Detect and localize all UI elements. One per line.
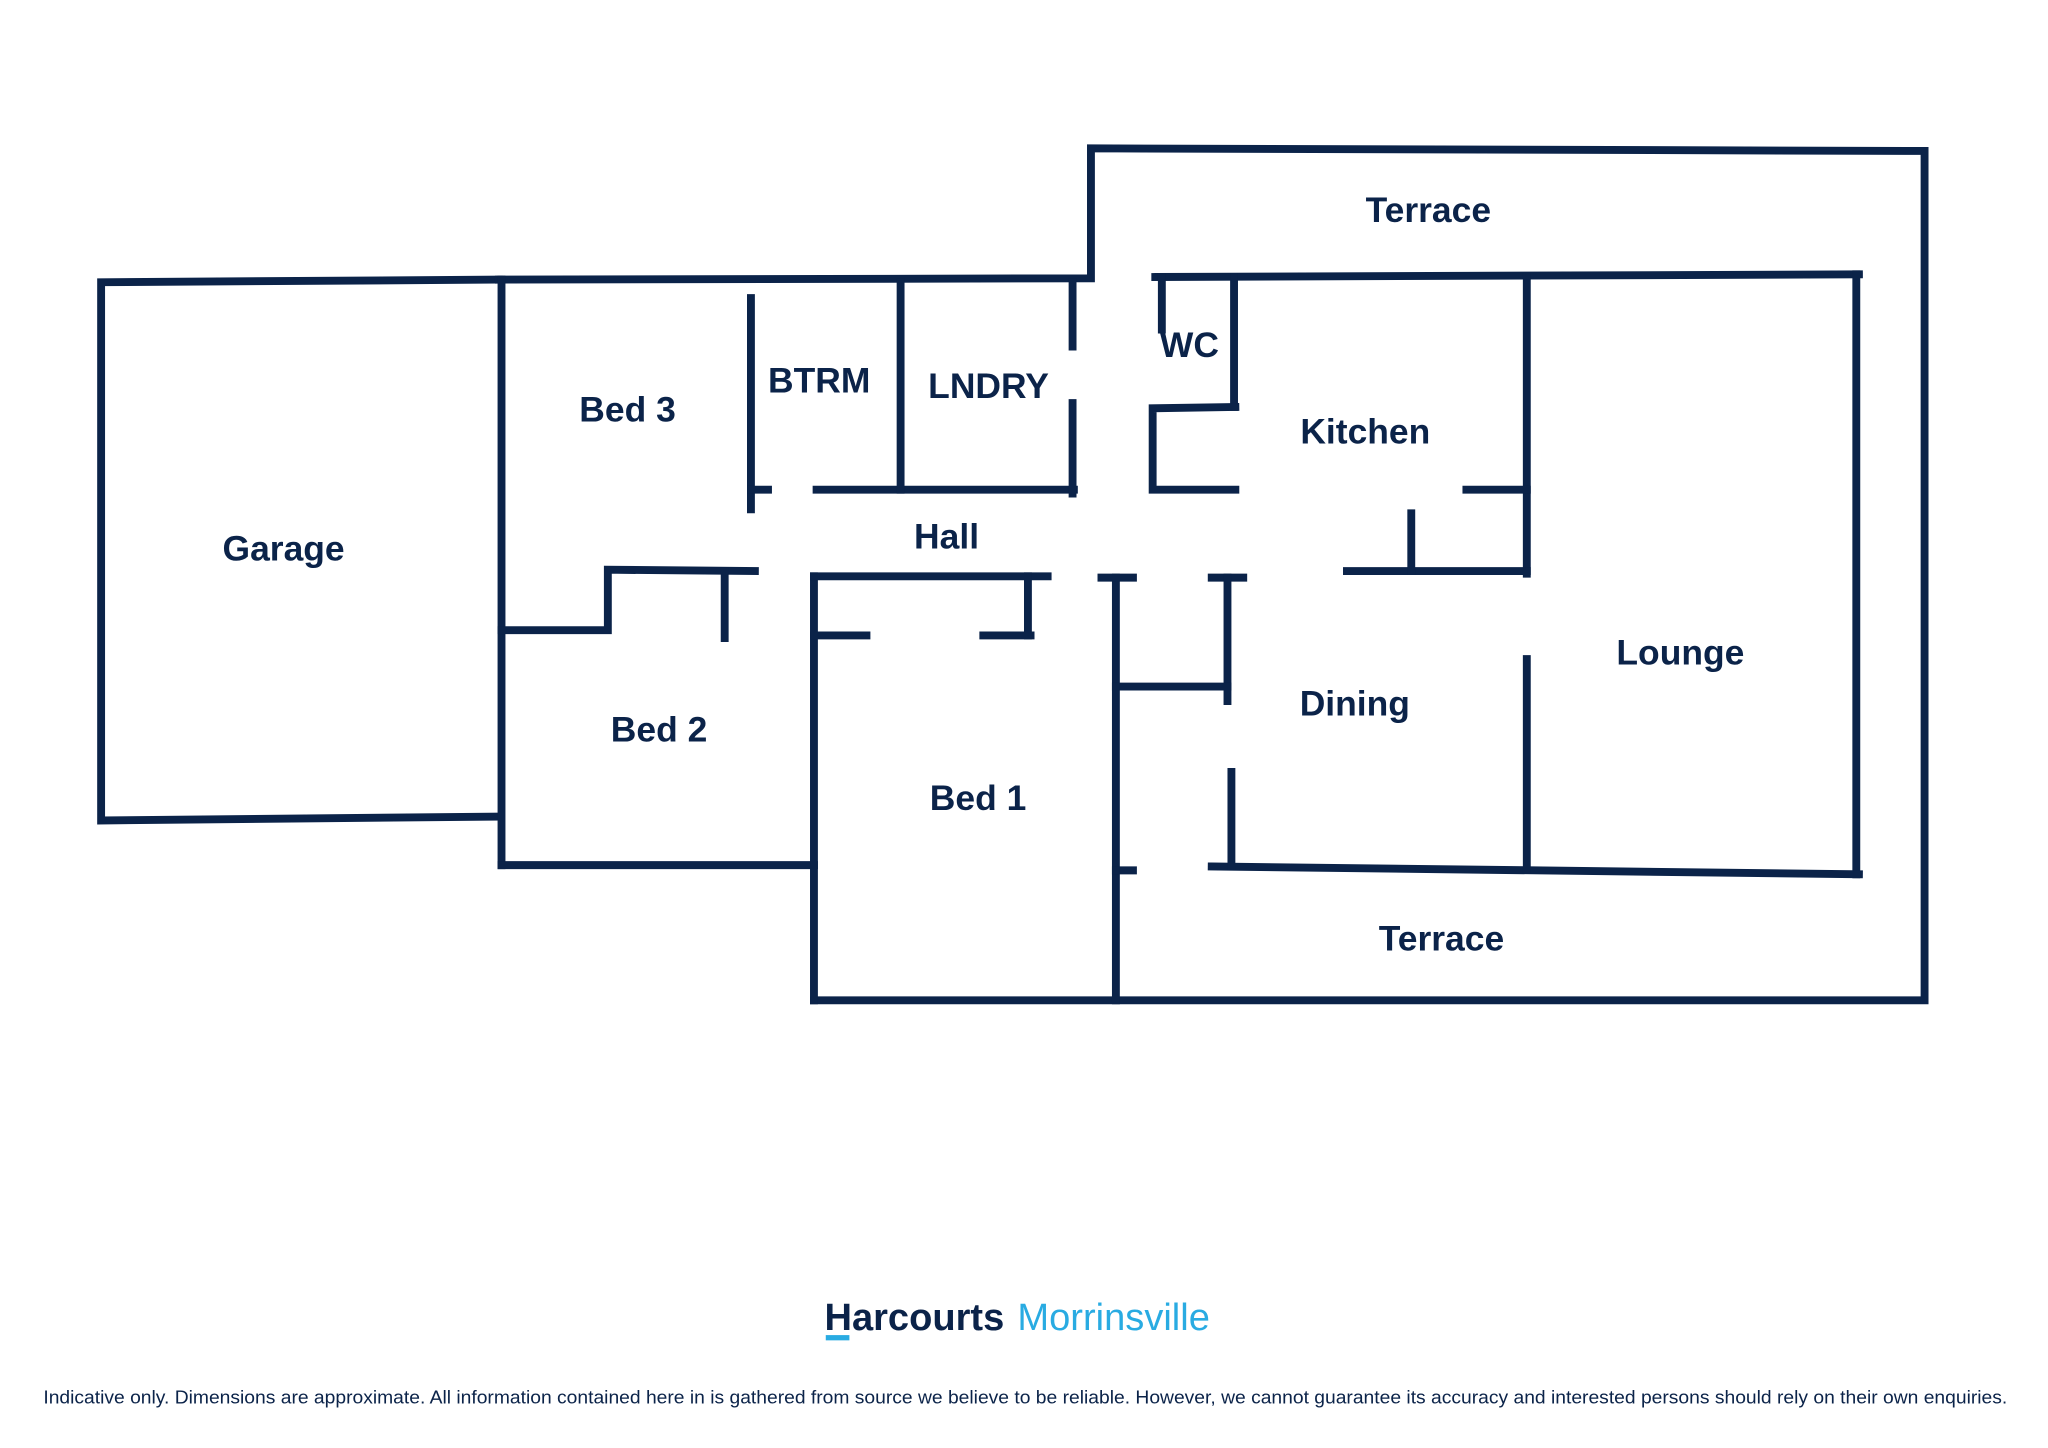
room-label-lounge: Lounge xyxy=(1616,632,1744,672)
outer-wall xyxy=(494,144,1929,1005)
floor-plan-walls xyxy=(97,144,1929,1005)
room-label-wc: WC xyxy=(1160,325,1219,365)
room-label-dining: Dining xyxy=(1300,683,1410,723)
harcourts-logo: Harcourts Morrinsville xyxy=(824,1297,1210,1341)
room-label-bed1: Bed 1 xyxy=(930,778,1027,818)
room-label-bed2: Bed 2 xyxy=(611,710,708,750)
room-label-hall: Hall xyxy=(914,517,979,557)
office-name: Morrinsville xyxy=(1017,1297,1209,1339)
room-label-bed3: Bed 3 xyxy=(579,389,676,429)
room-label-btrm: BTRM xyxy=(768,361,870,401)
disclaimer-text: Indicative only. Dimensions are approxim… xyxy=(43,1386,2007,1407)
room-label-garage: Garage xyxy=(223,529,345,569)
room-label-lndry: LNDRY xyxy=(928,366,1049,406)
room-labels: Terrace Garage Bed 3 BTRM LNDRY WC Kitch… xyxy=(223,190,1745,959)
room-label-kitchen: Kitchen xyxy=(1300,412,1430,452)
brand-name: Harcourts xyxy=(824,1297,1004,1339)
logo-underline-accent xyxy=(825,1335,850,1341)
room-label-terrace-bottom: Terrace xyxy=(1379,918,1504,958)
room-label-terrace-top: Terrace xyxy=(1366,190,1491,230)
garage-walls xyxy=(97,275,503,825)
